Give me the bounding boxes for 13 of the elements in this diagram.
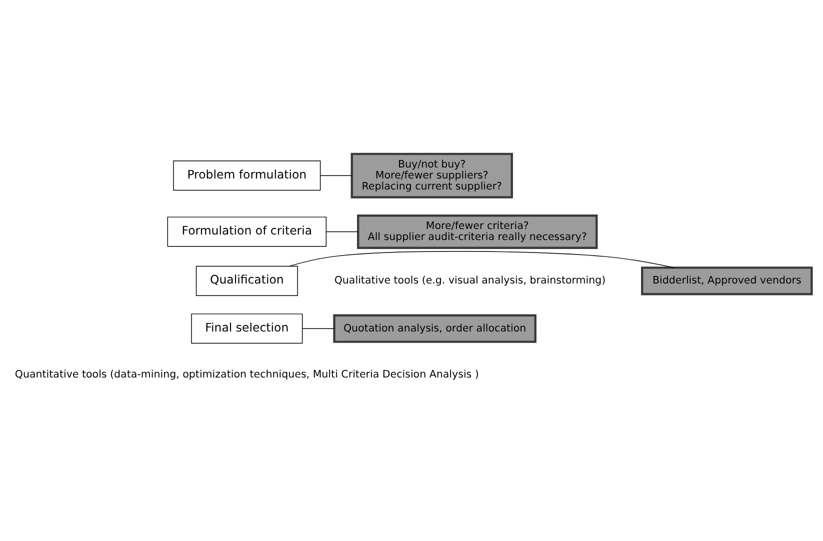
node-box: Formulation of criteria <box>167 216 327 246</box>
node-box: Buy/not buy? More/fewer suppliers? Replacing current supplier? <box>350 152 513 198</box>
node-box: Bidderlist, Approved vendors <box>641 266 813 295</box>
node-box: More/fewer criteria? All supplier audit-criteria really necessary? <box>357 214 598 248</box>
connector <box>320 174 352 176</box>
node-box: Problem formulation <box>173 160 321 190</box>
node-box: Quotation analysis, order allocation <box>333 314 536 342</box>
label: Qualitative tools (e.g. visual analysis, brainstorming) <box>334 274 606 286</box>
label: Quantitative tools (data-mining, optimization techniques, Multi Criteria Decision Analysis ) <box>14 368 479 380</box>
node-box: Final selection <box>191 313 303 344</box>
connector <box>288 250 674 268</box>
node-box: Qualification <box>196 265 298 296</box>
connector <box>326 230 358 232</box>
